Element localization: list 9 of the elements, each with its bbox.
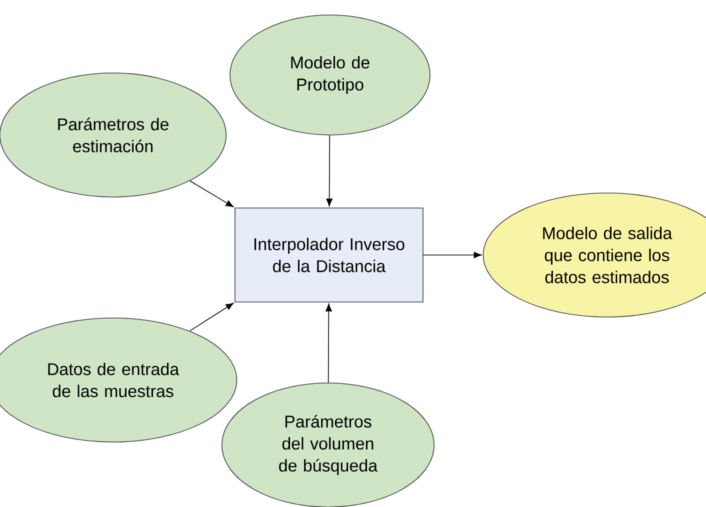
ellipse-node: Parámetros del volumen de búsqueda <box>222 382 434 507</box>
arrow <box>326 134 332 206</box>
arrow <box>423 252 482 258</box>
arrow <box>326 304 332 383</box>
ellipse-node: Modelo de salida que contiene los datos estimados <box>482 192 706 318</box>
arrow <box>190 180 234 208</box>
ellipse-node: Modelo de Prototipo <box>230 14 430 136</box>
process-box: Interpolador Inverso de la Distancia <box>234 208 424 302</box>
arrow <box>189 302 234 332</box>
